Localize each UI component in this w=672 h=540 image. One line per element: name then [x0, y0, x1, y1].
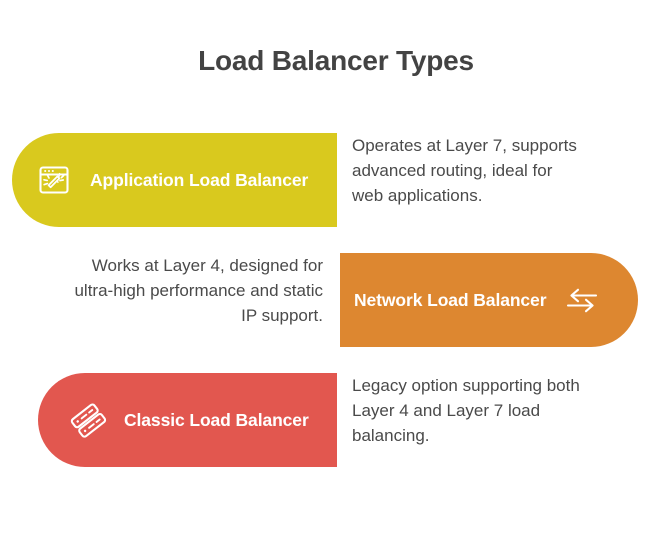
row-application-load-balancer: Application Load Balancer Operates at La…: [0, 133, 672, 227]
bar-network-load-balancer[interactable]: Network Load Balancer: [340, 253, 638, 347]
bar-label-application-load-balancer: Application Load Balancer: [90, 169, 309, 190]
server-stack-icon: [68, 400, 108, 440]
page-title: Load Balancer Types: [198, 45, 474, 76]
bar-label-network-load-balancer: Network Load Balancer: [354, 289, 547, 310]
exchange-arrows-icon: [562, 280, 602, 320]
description-network-load-balancer: Works at Layer 4, designed for ultra-hig…: [74, 256, 323, 325]
browser-window-magic-wand-icon: [34, 160, 74, 200]
bar-application-load-balancer[interactable]: Application Load Balancer: [12, 133, 337, 227]
description-application-load-balancer: Operates at Layer 7, supports advanced r…: [352, 136, 577, 205]
row-network-load-balancer: Works at Layer 4, designed for ultra-hig…: [0, 253, 672, 347]
bar-classic-load-balancer[interactable]: Classic Load Balancer: [38, 373, 337, 467]
row-classic-load-balancer: Classic Load Balancer Legacy option supp…: [0, 373, 672, 467]
bar-label-classic-load-balancer: Classic Load Balancer: [124, 409, 309, 430]
description-classic-load-balancer: Legacy option supporting both Layer 4 an…: [352, 376, 580, 445]
